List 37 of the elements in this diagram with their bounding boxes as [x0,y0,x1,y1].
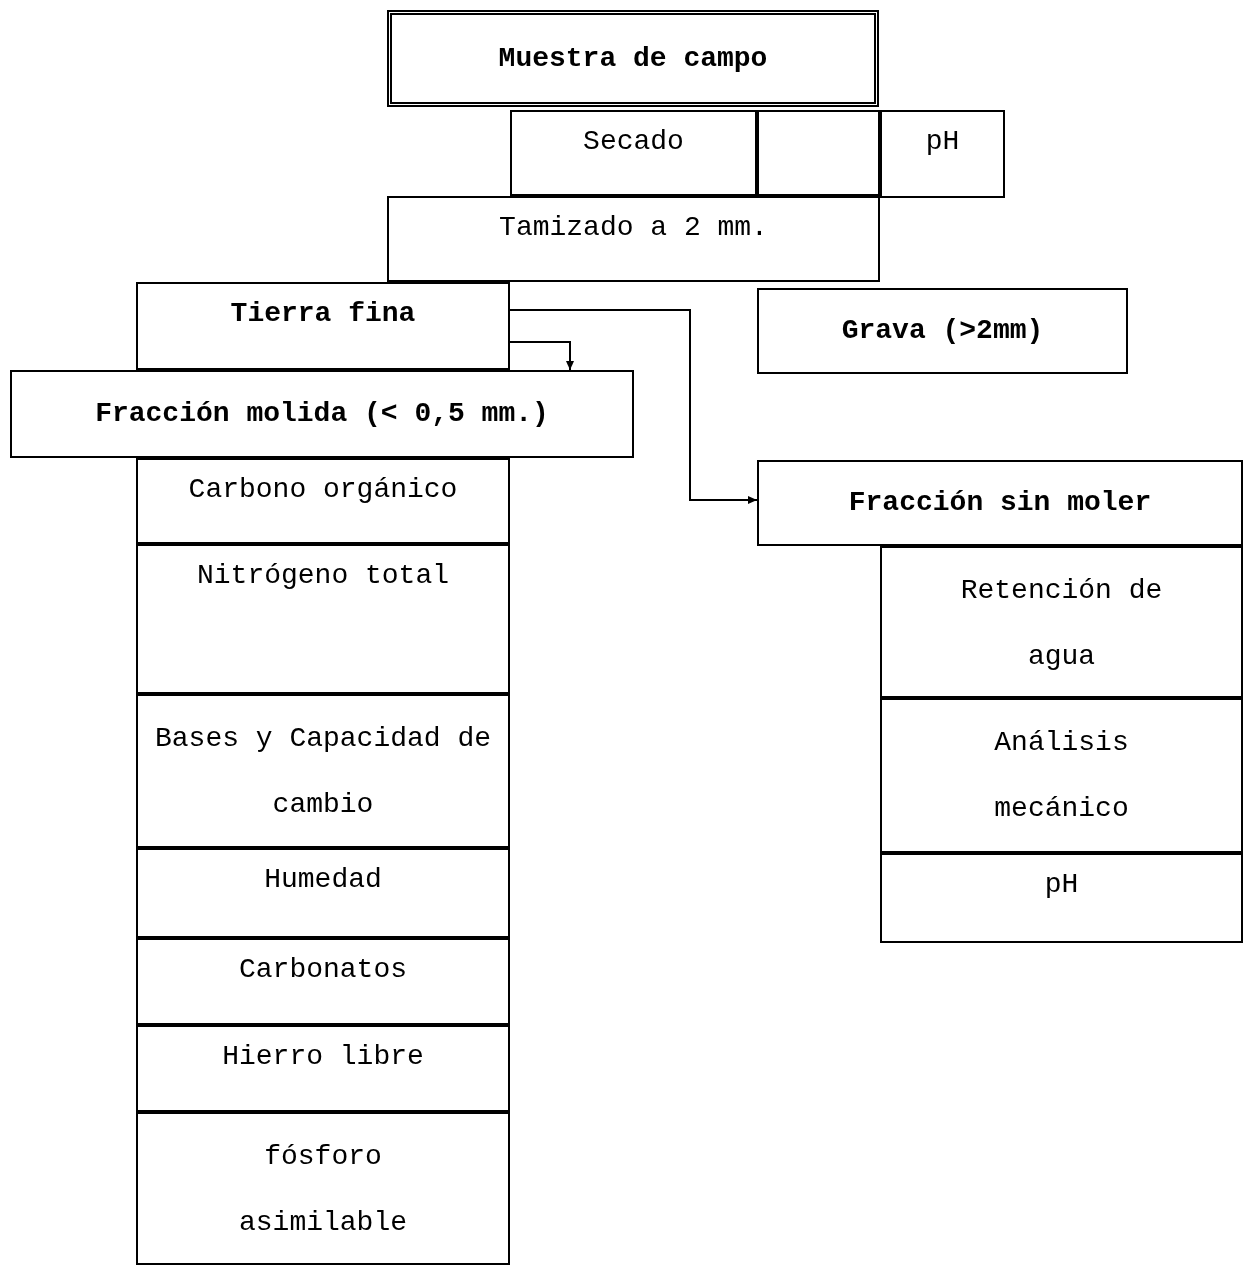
process-box [757,288,1128,374]
process-box [136,938,510,1025]
process-box [880,853,1243,943]
box-label: Tamizado a 2 mm. [499,211,768,245]
box-label: Fracción sin moler [848,486,1152,520]
process-box [136,1112,510,1265]
box-label: pH [925,125,960,159]
box-label: Tierra fina [230,297,416,331]
box-label: Muestra de campo [498,41,768,76]
box-label: Secado [583,125,684,159]
connector-arrow [509,309,758,504]
process-box [387,196,880,282]
process-box [880,546,1243,698]
process-box [136,544,510,694]
process-box [136,1025,510,1112]
box-label: Humedad [264,863,382,897]
process-box [880,110,1005,198]
box-label: Carbonatos [239,953,407,987]
box-label: Retención de agua [959,574,1164,674]
process-box [510,110,757,196]
process-box [757,460,1243,546]
process-box [136,848,510,938]
process-box [136,694,510,848]
box-label: Fracción molida (< 0,5 mm.) [95,397,549,431]
process-box [10,370,634,458]
process-box [387,10,879,107]
process-box [880,698,1243,853]
process-box [136,282,510,370]
box-label: Bases y Capacidad de cambio [153,722,493,822]
box-label: pH [1044,868,1079,902]
box-label: Carbono orgánico [188,473,458,507]
box-label: Hierro libre [222,1040,424,1074]
box-label: Nitrógeno total [196,559,449,593]
process-box [136,458,510,544]
box-label: Grava (>2mm) [841,314,1044,348]
box-label: fósforo asimilable [238,1140,408,1240]
connector-arrow [509,341,574,371]
